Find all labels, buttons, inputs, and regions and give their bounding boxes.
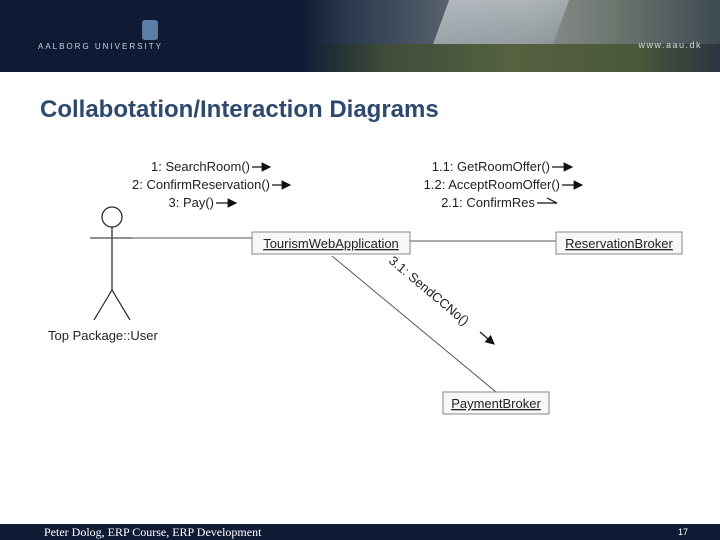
message-get-room-offer: 1.1: GetRoomOffer() [432, 159, 550, 174]
university-logo-text: AALBORG UNIVERSITY [38, 42, 163, 51]
building-roof-shape [430, 0, 570, 50]
message-confirm-reservation: 2: ConfirmReservation() [132, 177, 270, 192]
message-accept-room-offer: 1.2: AcceptRoomOffer() [424, 177, 560, 192]
message-send-cc-no: 3.1: SendCCNo() [386, 253, 472, 329]
website-url: www.aau.dk [638, 40, 702, 50]
message-pay: 3: Pay() [168, 195, 214, 210]
university-logo-icon [142, 20, 158, 40]
object-web-app-label: TourismWebApplication [263, 236, 399, 251]
message-confirm-res: 2.1: ConfirmRes [441, 195, 535, 210]
message-search-room: 1: SearchRoom() [151, 159, 250, 174]
object-web-app-box [251, 231, 411, 255]
object-payment-broker-box [442, 391, 550, 415]
message-arrow-21 [537, 197, 558, 204]
trees-shape [300, 44, 720, 72]
object-reservation-broker-label: ReservationBroker [565, 236, 673, 251]
object-reservation-broker-box [555, 231, 683, 255]
object-payment-broker-label: PaymentBroker [451, 396, 541, 411]
slide-title: Collabotation/Interaction Diagrams [40, 96, 439, 123]
footer-bar: Peter Dolog, ERP Course, ERP Development… [0, 524, 720, 540]
actor-label: Top Package::User [48, 328, 159, 343]
page-number: 17 [678, 527, 689, 537]
link-app-payment [331, 255, 497, 393]
footer-text: Peter Dolog, ERP Course, ERP Development [44, 525, 262, 539]
actor-user [90, 206, 132, 321]
message-arrow-31 [479, 331, 495, 345]
header-banner: AALBORG UNIVERSITY www.aau.dk [0, 0, 720, 72]
collaboration-diagram: Top Package::User TourismWebApplication … [48, 159, 683, 415]
